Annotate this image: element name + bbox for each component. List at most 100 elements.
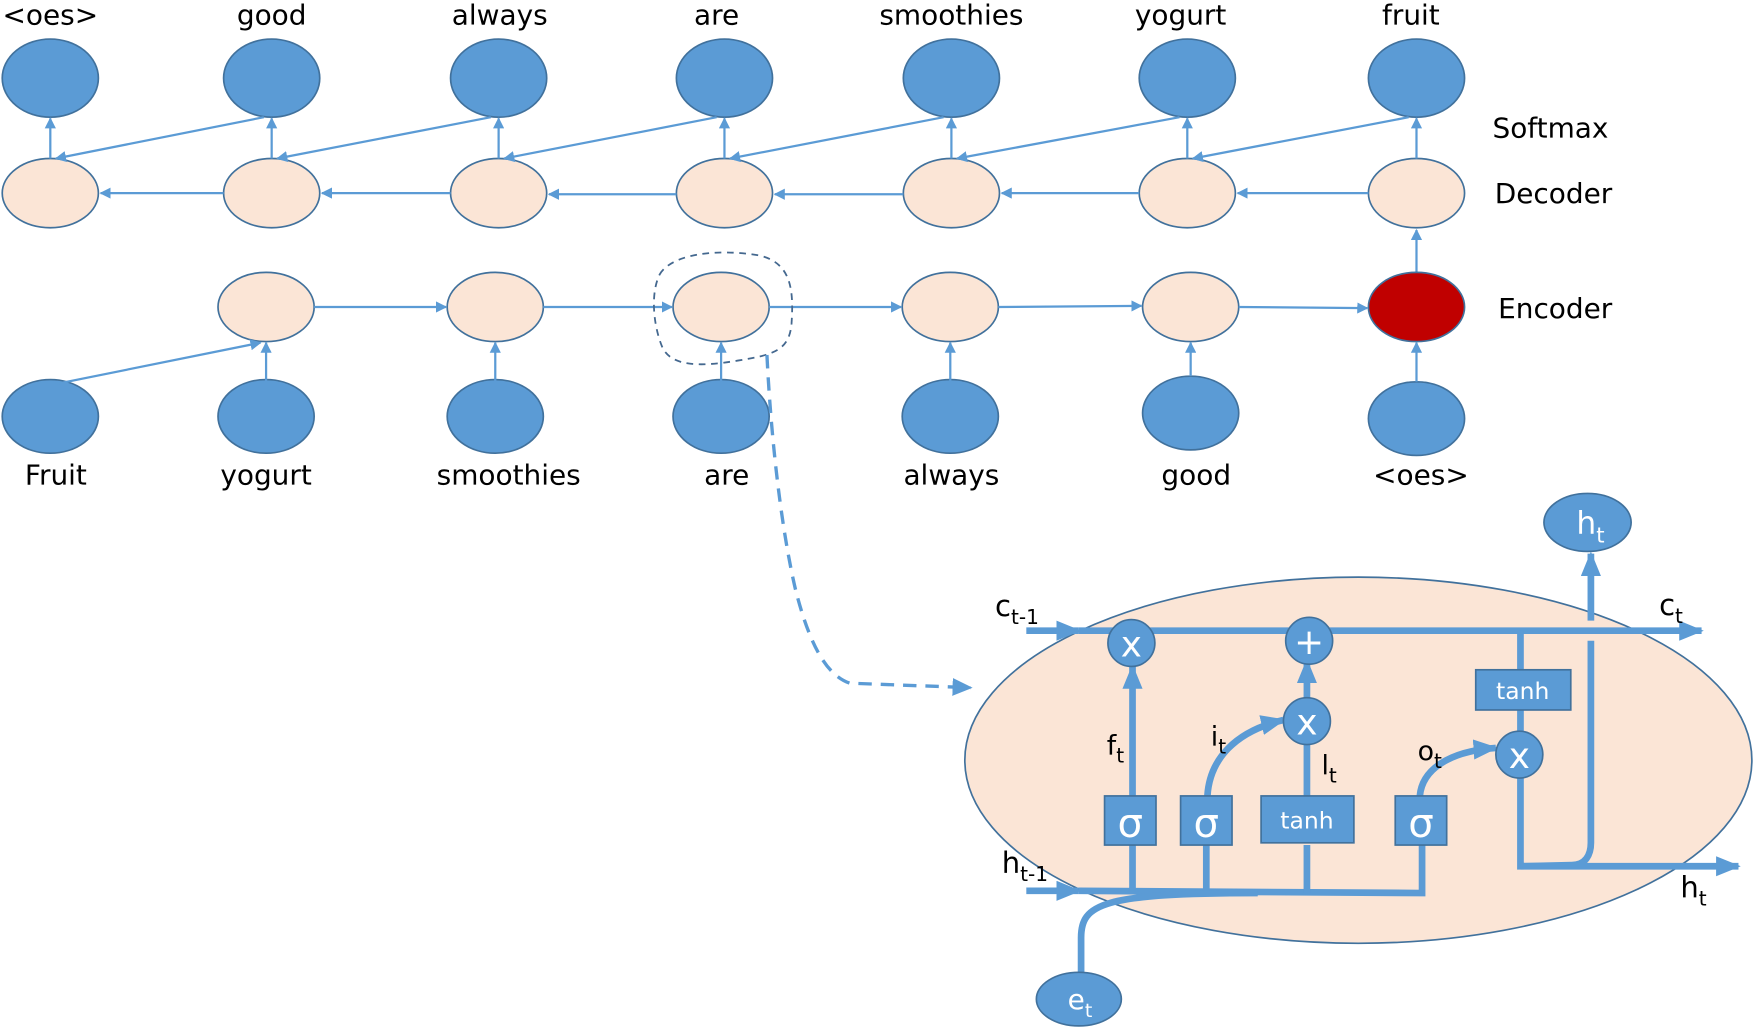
encoder-label: Encoder — [1498, 292, 1613, 325]
arrow — [998, 300, 1143, 312]
forget-gate-label: ft — [1107, 731, 1124, 768]
zoom-callout-arrow — [765, 354, 973, 696]
multiply-symbol: x — [1296, 703, 1317, 744]
forget-multiply-op: x — [1107, 618, 1156, 668]
embedding-input-line — [1077, 889, 1258, 974]
softmax-node — [1138, 38, 1237, 119]
input-word: <oes> — [1373, 458, 1469, 491]
input-word: Fruit — [25, 458, 87, 491]
output-word: good — [237, 0, 307, 32]
multiply-icon — [1282, 696, 1332, 746]
decoder-nodes — [1, 157, 1466, 229]
output-gate-box: σ — [1394, 795, 1448, 847]
decoder-node — [449, 157, 548, 229]
forget-gate-box: σ — [1103, 795, 1157, 847]
multiply-symbol: x — [1509, 736, 1530, 777]
softmax-node — [1367, 38, 1466, 119]
feedback-arrow — [54, 116, 265, 163]
cell-state-prev-label: ct-1 — [995, 589, 1039, 629]
encoder-node — [1141, 271, 1240, 343]
feedback-arrow — [1191, 116, 1409, 163]
output-multiply-op: x — [1495, 730, 1544, 779]
input-gate-line — [1204, 715, 1286, 797]
candidate-label: lt — [1321, 751, 1336, 788]
softmax-nodes — [1, 38, 1466, 119]
encoder-node — [901, 271, 1000, 343]
cell-tanh-box: tanh — [1474, 668, 1572, 711]
input-node — [672, 378, 771, 455]
output-word: smoothies — [879, 0, 1023, 32]
input-multiply-op: x — [1282, 696, 1332, 746]
decoder-to-softmax-arrows — [44, 117, 1423, 159]
candidate-tanh-box: tanh — [1260, 795, 1355, 844]
svg-text:et: et — [1068, 983, 1093, 1022]
output-word: <oes> — [2, 0, 98, 32]
decoder-chain-arrows — [99, 187, 1369, 200]
softmax-node — [902, 38, 1001, 119]
input-word: smoothies — [437, 458, 581, 491]
decoder-node — [1, 157, 100, 229]
arrow — [55, 339, 262, 386]
input-node — [901, 378, 1000, 455]
encoder-node-highlighted — [672, 271, 771, 343]
softmax-node — [1, 38, 100, 119]
input-words: Fruit yogurt smoothies are always good <… — [25, 458, 1469, 491]
feedback-arrow — [503, 116, 717, 163]
hidden-prev-label: ht-1 — [1002, 846, 1048, 886]
feedback-arrow — [276, 116, 492, 163]
cell-state-label: ct — [1659, 588, 1683, 628]
output-word: yogurt — [1135, 0, 1227, 32]
sigma-symbol: σ — [1408, 801, 1434, 847]
decoder-label: Decoder — [1495, 177, 1613, 210]
encoder-node — [217, 271, 315, 343]
output-gate-line — [1416, 739, 1499, 797]
hidden-output-label: ht — [1680, 871, 1706, 911]
softmax-node — [222, 38, 321, 119]
output-word: always — [452, 0, 548, 32]
input-gate-box: σ — [1179, 795, 1233, 847]
encoder-chain-arrows — [314, 300, 1369, 314]
decoder-node — [222, 157, 321, 229]
feedback-arrows — [54, 116, 1409, 163]
input-nodes — [1, 375, 1466, 457]
encoder-node — [446, 271, 545, 343]
multiply-symbol: x — [1121, 624, 1142, 665]
input-node — [1141, 375, 1240, 451]
output-word: fruit — [1382, 0, 1440, 32]
softmax-node — [675, 38, 774, 119]
softmax-node — [449, 38, 548, 119]
hidden-output-node: ht — [1543, 492, 1632, 553]
tanh-symbol: tanh — [1280, 806, 1333, 834]
add-icon — [1284, 616, 1334, 666]
decoder-node — [902, 157, 1001, 229]
output-gate-label: ot — [1418, 736, 1442, 773]
embedding-node: et — [1035, 971, 1123, 1027]
multiply-icon — [1495, 730, 1544, 779]
feedback-arrow — [955, 116, 1180, 163]
tanh-symbol: tanh — [1496, 677, 1549, 705]
sigma-symbol: σ — [1194, 801, 1220, 847]
output-word: are — [694, 0, 739, 32]
decoder-node — [1367, 157, 1466, 229]
decoder-node — [1138, 157, 1237, 229]
input-word: yogurt — [220, 458, 312, 491]
input-word: good — [1161, 458, 1231, 491]
lstm-cell-body — [963, 576, 1753, 945]
input-to-encoder-arrows — [55, 339, 1423, 386]
input-node — [217, 378, 315, 455]
lstm-cell: x + x x σ σ tanh σ — [963, 551, 1753, 974]
sigma-symbol: σ — [1118, 801, 1144, 847]
decoder-node — [675, 157, 774, 229]
multiply-icon — [1107, 618, 1156, 668]
highlight-dashed-outline — [653, 251, 794, 366]
encoder-final-state-node — [1367, 271, 1466, 343]
input-node — [1367, 380, 1466, 457]
feedback-arrow — [728, 116, 944, 163]
input-word: always — [903, 458, 999, 491]
add-op: + — [1284, 616, 1334, 666]
softmax-label: Softmax — [1493, 111, 1609, 144]
input-gate-label: it — [1211, 722, 1226, 759]
output-words: <oes> good always are smoothies yogurt f… — [2, 0, 1439, 32]
svg-text:ht: ht — [1576, 506, 1604, 549]
